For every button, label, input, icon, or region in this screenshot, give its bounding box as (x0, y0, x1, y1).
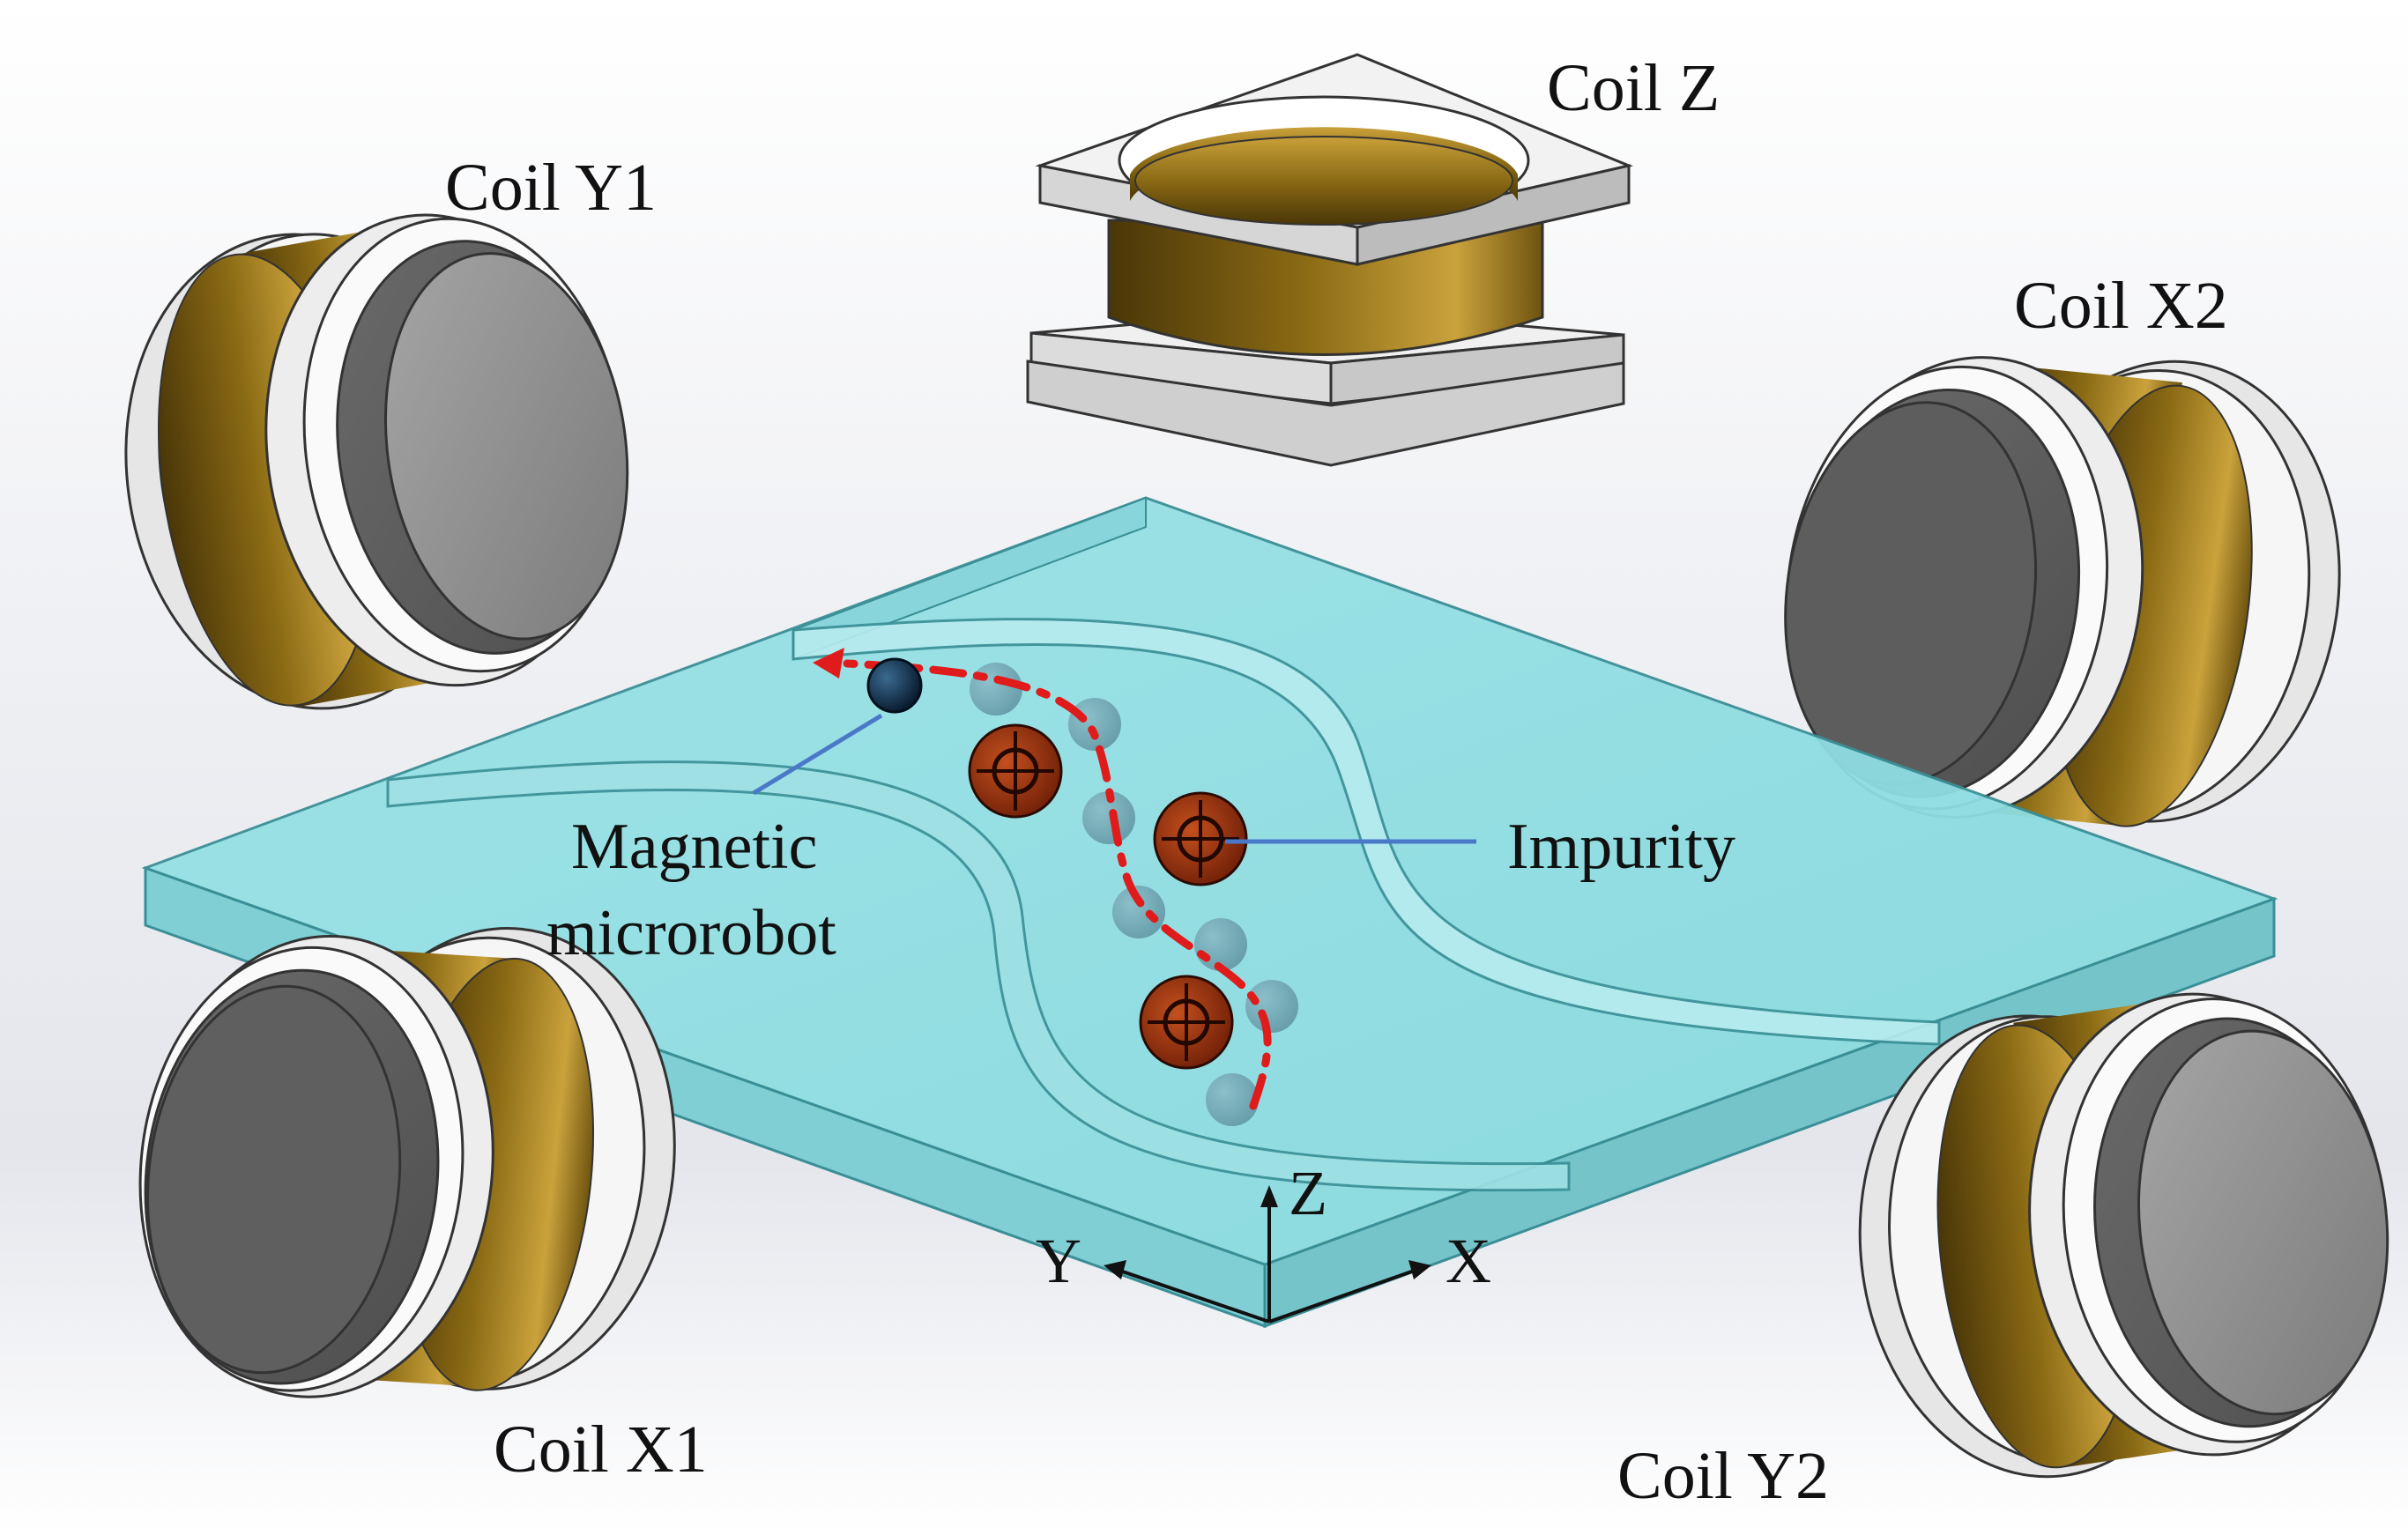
coil-x2 (1784, 356, 2341, 827)
coil-y1 (124, 213, 629, 710)
robot-trajectory-ghosts (970, 663, 1298, 1126)
coil-y1-label: Coil Y1 (445, 151, 657, 225)
impurity-3 (1139, 975, 1234, 1070)
ghost-robot (970, 663, 1022, 716)
axis-z-label: Z (1289, 1158, 1327, 1228)
axis-x-label: X (1446, 1226, 1491, 1296)
ghost-robot (1245, 980, 1298, 1033)
coil-x2-label: Coil X2 (2014, 269, 2228, 343)
coordinate-axes (1104, 1185, 1431, 1324)
ghost-robot (1112, 886, 1165, 938)
coil-z (1026, 53, 1633, 467)
robot-label-line2: microrobot (546, 897, 836, 969)
robot-leader-line (752, 713, 883, 796)
coil-y2 (1858, 992, 2389, 1479)
robot-path (824, 658, 1272, 1110)
coil-z-label: Coil Z (1547, 51, 1720, 125)
coil-x1-label: Coil X1 (494, 1413, 708, 1487)
axis-y-label: Y (1036, 1226, 1081, 1296)
magnetic-microrobot (866, 657, 923, 714)
impurity-2 (1153, 791, 1248, 886)
coil-x1 (138, 927, 676, 1398)
coil-y2-label: Coil Y2 (1617, 1439, 1829, 1513)
ghost-robot (1206, 1073, 1259, 1126)
ghost-robot (1082, 791, 1135, 844)
ghost-robot (1068, 698, 1121, 751)
impurity-label: Impurity (1507, 811, 1735, 883)
robot-label-line1: Magnetic (571, 811, 817, 883)
path-arrowhead (813, 648, 844, 679)
impurity-1 (968, 723, 1063, 819)
